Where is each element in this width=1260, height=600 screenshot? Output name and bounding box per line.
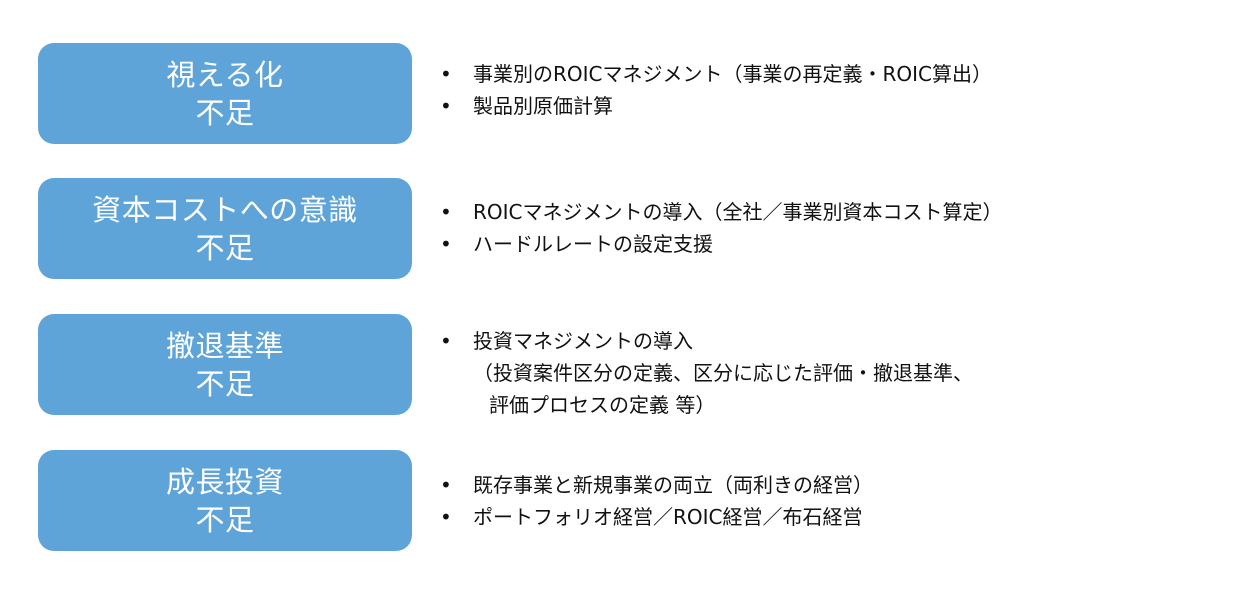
label-box-exit-criteria: 撤退基準 不足 (38, 314, 412, 415)
bullet-item: ポートフォリオ経営／ROIC経営／布石経営 (440, 501, 1240, 533)
bullet-item: 既存事業と新規事業の両立（両利きの経営） (440, 469, 1240, 501)
label-box-growth-investment: 成長投資 不足 (38, 450, 412, 551)
bullet-continuation: 評価プロセスの定義 等） (489, 393, 716, 417)
label-subtitle: 不足 (195, 230, 255, 265)
bullet-item: 製品別原価計算 (440, 90, 1240, 122)
label-title: 撤退基準 (165, 328, 284, 363)
bullet-list-growth-investment: 既存事業と新規事業の両立（両利きの経営） ポートフォリオ経営／ROIC経営／布石… (440, 469, 1240, 533)
label-box-cost-of-capital: 資本コストへの意識 不足 (38, 178, 412, 279)
label-subtitle: 不足 (195, 366, 255, 401)
bullet-item: 事業別のROICマネジメント（事業の再定義・ROIC算出） (440, 58, 1240, 90)
label-subtitle: 不足 (195, 95, 255, 130)
bullet-list-exit-criteria: 投資マネジメントの導入 （投資案件区分の定義、区分に応じた評価・撤退基準、 評価… (440, 325, 1240, 421)
bullet-item: ハードルレートの設定支援 (440, 228, 1240, 260)
bullet-list-cost-of-capital: ROICマネジメントの導入（全社／事業別資本コスト算定） ハードルレートの設定支… (440, 196, 1240, 260)
label-title: 資本コストへの意識 (92, 192, 358, 227)
bullet-item: 投資マネジメントの導入 （投資案件区分の定義、区分に応じた評価・撤退基準、 評価… (440, 325, 1240, 421)
label-title: 視える化 (166, 57, 284, 92)
bullet-item: ROICマネジメントの導入（全社／事業別資本コスト算定） (440, 196, 1240, 228)
bullet-list-visualization: 事業別のROICマネジメント（事業の再定義・ROIC算出） 製品別原価計算 (440, 58, 1240, 122)
bullet-continuation: （投資案件区分の定義、区分に応じた評価・撤退基準、 (473, 361, 973, 385)
label-subtitle: 不足 (195, 502, 255, 537)
label-box-visualization: 視える化 不足 (38, 43, 412, 144)
label-title: 成長投資 (165, 464, 284, 499)
bullet-main-text: 投資マネジメントの導入 (473, 329, 693, 353)
